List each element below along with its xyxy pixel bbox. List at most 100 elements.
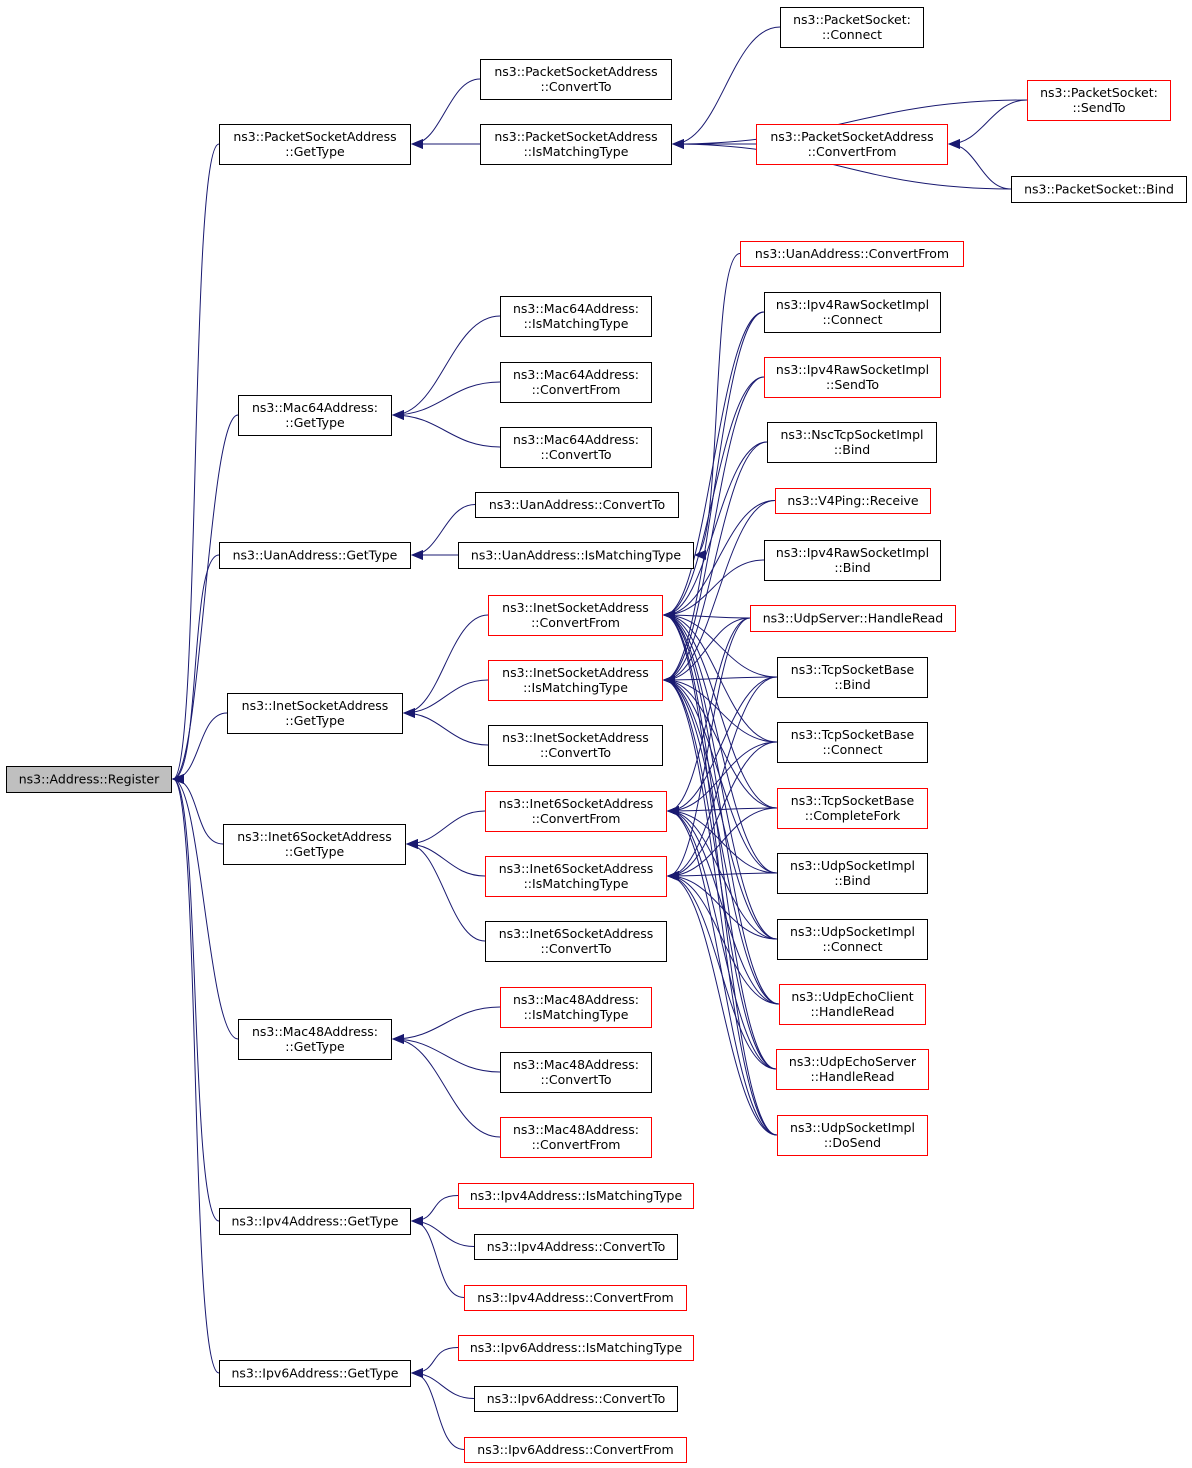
- node-ps-connect[interactable]: ns3::PacketSocket:::Connect: [780, 7, 924, 48]
- node-box: [500, 362, 652, 403]
- node-isa-gettype[interactable]: ns3::InetSocketAddress::GetType: [227, 693, 403, 734]
- node-label: ns3::TcpSocketBase: [791, 662, 915, 677]
- node-m48-ismatching[interactable]: ns3::Mac48Address:::IsMatchingType: [500, 987, 652, 1028]
- edge-i4raw-sendto-to-isa-ismatching: [663, 376, 765, 685]
- node-label: ::CompleteFork: [805, 808, 901, 823]
- edge: [663, 675, 780, 1005]
- node-box: [1027, 80, 1171, 121]
- node-box: [485, 921, 667, 962]
- node-i4raw-connect[interactable]: ns3::Ipv4RawSocketImpl::Connect: [764, 292, 941, 333]
- edge-tcp-completefork-to-i6sa-ismatching: [667, 807, 778, 881]
- node-label: ns3::V4Ping::Receive: [787, 493, 919, 508]
- node-label: ns3::InetSocketAddress: [502, 600, 649, 615]
- edge-i4raw-connect-to-isa-ismatching: [663, 311, 765, 685]
- node-tcp-connect[interactable]: ns3::TcpSocketBase::Connect: [777, 722, 928, 763]
- node-uan-convertfrom[interactable]: ns3::UanAddress::ConvertFrom: [740, 241, 964, 267]
- node-m48-gettype[interactable]: ns3::Mac48Address:::GetType: [238, 1019, 392, 1060]
- edge: [667, 617, 751, 816]
- node-box: [764, 540, 941, 581]
- edge: [667, 806, 778, 1136]
- node-ps-sendto[interactable]: ns3::PacketSocket:::SendTo: [1027, 80, 1171, 121]
- node-i6sa-gettype[interactable]: ns3::Inet6SocketAddress::GetType: [223, 824, 406, 865]
- node-v4ping[interactable]: ns3::V4Ping::Receive: [775, 488, 931, 514]
- edge: [411, 1347, 459, 1378]
- node-label: ::ConvertTo: [540, 79, 611, 94]
- edge-isa-ismatching-to-isa-gettype: [403, 679, 489, 718]
- node-i6sa-convertfrom[interactable]: ns3::Inet6SocketAddress::ConvertFrom: [485, 791, 667, 832]
- node-box: [500, 427, 652, 468]
- node-ip6-gettype[interactable]: ns3::Ipv6Address::GetType: [219, 1360, 411, 1387]
- node-m64-convertto[interactable]: ns3::Mac64Address:::ConvertTo: [500, 427, 652, 468]
- node-label: ns3::Mac64Address:: [513, 432, 639, 447]
- node-ip4-convertfrom[interactable]: ns3::Ipv4Address::ConvertFrom: [464, 1285, 687, 1311]
- node-udp-bind[interactable]: ns3::UdpSocketImpl::Bind: [777, 853, 928, 894]
- node-m64-gettype[interactable]: ns3::Mac64Address:::GetType: [238, 395, 392, 436]
- node-m48-convertto[interactable]: ns3::Mac48Address:::ConvertTo: [500, 1052, 652, 1093]
- node-uan-convertto[interactable]: ns3::UanAddress::ConvertTo: [475, 492, 679, 518]
- node-uan-gettype[interactable]: ns3::UanAddress::GetType: [219, 542, 411, 569]
- node-label: ns3::Inet6SocketAddress: [499, 926, 654, 941]
- edge-nsc-bind-to-isa-convertfrom: [663, 441, 768, 620]
- edge: [392, 1006, 501, 1044]
- edge-ps-bind-to-psa-ismatching: [672, 139, 1012, 190]
- node-udpserver[interactable]: ns3::UdpServer::HandleRead: [750, 605, 956, 632]
- node-label: ns3::PacketSocket:: [793, 12, 911, 27]
- node-label: ::Connect: [822, 27, 882, 42]
- node-label: ns3::UdpEchoClient: [791, 989, 913, 1004]
- edge: [663, 610, 777, 1070]
- node-box: [756, 124, 948, 165]
- node-psa-convertfrom[interactable]: ns3::PacketSocketAddress::ConvertFrom: [756, 124, 948, 165]
- node-box: [485, 856, 667, 897]
- node-psa-convertto[interactable]: ns3::PacketSocketAddress::ConvertTo: [480, 59, 672, 100]
- node-box: [767, 422, 937, 463]
- node-label: ns3::InetSocketAddress: [502, 665, 649, 680]
- edge-ps-sendto-to-psa-convertfrom: [948, 99, 1028, 149]
- node-ip4-gettype[interactable]: ns3::Ipv4Address::GetType: [219, 1208, 411, 1235]
- node-i6sa-ismatching[interactable]: ns3::Inet6SocketAddress::IsMatchingType: [485, 856, 667, 897]
- node-tcp-completefork[interactable]: ns3::TcpSocketBase::CompleteFork: [777, 788, 928, 829]
- node-box: [500, 1052, 652, 1093]
- edge-udp-connect-to-i6sa-ismatching: [667, 871, 778, 940]
- node-psa-ismatching[interactable]: ns3::PacketSocketAddress::IsMatchingType: [480, 124, 672, 165]
- edge: [667, 617, 751, 881]
- node-ip4-convertto[interactable]: ns3::Ipv4Address::ConvertTo: [474, 1234, 678, 1260]
- node-m64-ismatching[interactable]: ns3::Mac64Address:::IsMatchingType: [500, 296, 652, 337]
- node-echoclient[interactable]: ns3::UdpEchoClient::HandleRead: [779, 984, 926, 1025]
- node-box: [1011, 176, 1187, 203]
- node-i6sa-convertto[interactable]: ns3::Inet6SocketAddress::ConvertTo: [485, 921, 667, 962]
- node-i4raw-sendto[interactable]: ns3::Ipv4RawSocketImpl::SendTo: [764, 357, 941, 398]
- node-m64-convertfrom[interactable]: ns3::Mac64Address:::ConvertFrom: [500, 362, 652, 403]
- edge: [663, 675, 778, 874]
- node-isa-ismatching[interactable]: ns3::InetSocketAddress::IsMatchingType: [488, 660, 663, 701]
- node-isa-convertto[interactable]: ns3::InetSocketAddress::ConvertTo: [488, 725, 663, 766]
- edge: [663, 610, 778, 678]
- node-m48-convertfrom[interactable]: ns3::Mac48Address:::ConvertFrom: [500, 1117, 652, 1158]
- node-psa-gettype[interactable]: ns3::PacketSocketAddress::GetType: [219, 124, 411, 165]
- edge-echoclient-to-i6sa-convertfrom: [667, 806, 780, 1005]
- node-ps-bind[interactable]: ns3::PacketSocket::Bind: [1011, 176, 1187, 203]
- node-ip6-convertto[interactable]: ns3::Ipv6Address::ConvertTo: [474, 1386, 678, 1412]
- edge: [672, 26, 781, 149]
- node-register[interactable]: ns3::Address::Register: [6, 766, 172, 793]
- node-box: [219, 124, 411, 165]
- node-uan-ismatching[interactable]: ns3::UanAddress::IsMatchingType: [458, 542, 694, 569]
- node-label: ns3::Ipv4RawSocketImpl: [776, 297, 929, 312]
- edge: [663, 311, 765, 685]
- node-tcp-bind[interactable]: ns3::TcpSocketBase::Bind: [777, 657, 928, 698]
- node-udp-dosend[interactable]: ns3::UdpSocketImpl::DoSend: [777, 1115, 928, 1156]
- node-ip6-convertfrom[interactable]: ns3::Ipv6Address::ConvertFrom: [464, 1437, 687, 1463]
- node-ip6-ismatching[interactable]: ns3::Ipv6Address::IsMatchingType: [458, 1335, 694, 1361]
- edge-v4ping-to-isa-convertfrom: [663, 500, 776, 620]
- edge-udp-dosend-to-i6sa-convertfrom: [667, 806, 778, 1136]
- edge: [667, 676, 778, 881]
- node-box: [780, 7, 924, 48]
- node-i4raw-bind[interactable]: ns3::Ipv4RawSocketImpl::Bind: [764, 540, 941, 581]
- node-udp-connect[interactable]: ns3::UdpSocketImpl::Connect: [777, 919, 928, 960]
- node-nsc-bind[interactable]: ns3::NscTcpSocketImpl::Bind: [767, 422, 937, 463]
- node-ip4-ismatching[interactable]: ns3::Ipv4Address::IsMatchingType: [458, 1183, 694, 1209]
- node-echoserver[interactable]: ns3::UdpEchoServer::HandleRead: [776, 1049, 929, 1090]
- node-label: ::Connect: [822, 742, 882, 757]
- node-isa-convertfrom[interactable]: ns3::InetSocketAddress::ConvertFrom: [488, 595, 663, 636]
- node-label: ns3::PacketSocketAddress: [494, 64, 657, 79]
- edge: [403, 614, 489, 718]
